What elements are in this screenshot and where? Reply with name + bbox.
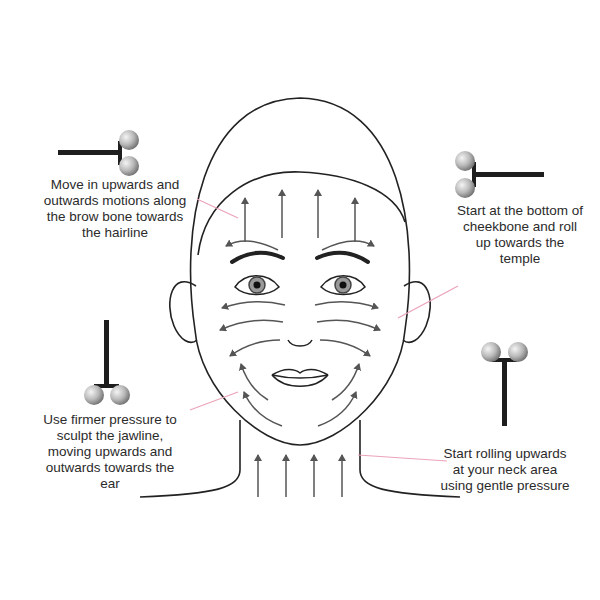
leader-line	[190, 199, 458, 461]
head-outline	[198, 172, 405, 255]
roller-tool	[58, 150, 120, 155]
face-features	[272, 375, 328, 378]
roller-tool	[502, 360, 507, 426]
face-features	[317, 253, 368, 262]
head-outline	[170, 282, 197, 343]
roller-tool	[84, 385, 104, 405]
leader-line	[190, 392, 238, 410]
face-features	[340, 282, 347, 289]
roller-tool	[481, 342, 501, 362]
massage-arrow	[313, 455, 315, 497]
roller-tool	[119, 130, 139, 150]
massage-arrow	[281, 190, 283, 238]
roller-tool	[474, 172, 544, 177]
face-features	[335, 277, 351, 293]
leader-line	[197, 199, 238, 218]
massage-arrow	[226, 241, 278, 250]
roller-tool	[455, 178, 475, 198]
face-features	[288, 340, 312, 346]
massage-arrow	[354, 198, 356, 242]
massage-arrow	[222, 302, 285, 308]
face-features	[272, 370, 328, 376]
massage-arrow	[341, 455, 343, 497]
roller-tool	[455, 151, 544, 198]
massage-arrow	[220, 190, 380, 497]
massage-arrow	[244, 392, 282, 426]
head-outline	[191, 98, 410, 445]
face-features	[232, 253, 368, 386]
leader-line	[398, 286, 458, 318]
roller-tool	[110, 385, 130, 405]
massage-arrow	[317, 190, 319, 238]
roller-tool	[508, 342, 528, 362]
massage-arrow	[220, 320, 283, 330]
callout-text: Start at the bottom of cheekbone and rol…	[455, 203, 585, 267]
massage-arrow	[244, 198, 246, 242]
massage-arrow	[230, 340, 280, 356]
roller-tool	[58, 130, 139, 176]
face-features	[235, 276, 279, 295]
massage-arrow	[285, 455, 287, 497]
callout-text: Move in upwards and outwards motions alo…	[40, 177, 190, 241]
massage-arrow	[315, 302, 378, 308]
face-features	[272, 375, 328, 386]
face-features	[321, 276, 365, 295]
massage-arrow	[320, 340, 370, 356]
roller-tool	[455, 151, 475, 171]
massage-arrow	[318, 392, 356, 426]
head-outline	[403, 282, 430, 343]
massage-arrow	[322, 241, 374, 250]
callout-text: Start rolling upwards at your neck area …	[440, 446, 570, 494]
face-features	[249, 277, 265, 293]
callout-text: Use firmer pressure to sculpt the jawlin…	[35, 412, 185, 492]
leader-line	[358, 455, 447, 461]
massage-arrow	[317, 320, 380, 330]
head-outline	[140, 98, 460, 497]
face-features	[232, 253, 283, 262]
roller-tool	[481, 342, 528, 426]
roller-tool	[84, 320, 130, 405]
face-features	[254, 282, 261, 289]
roller-tool	[104, 320, 109, 386]
roller-tool	[119, 156, 139, 176]
massage-arrow	[257, 455, 259, 497]
